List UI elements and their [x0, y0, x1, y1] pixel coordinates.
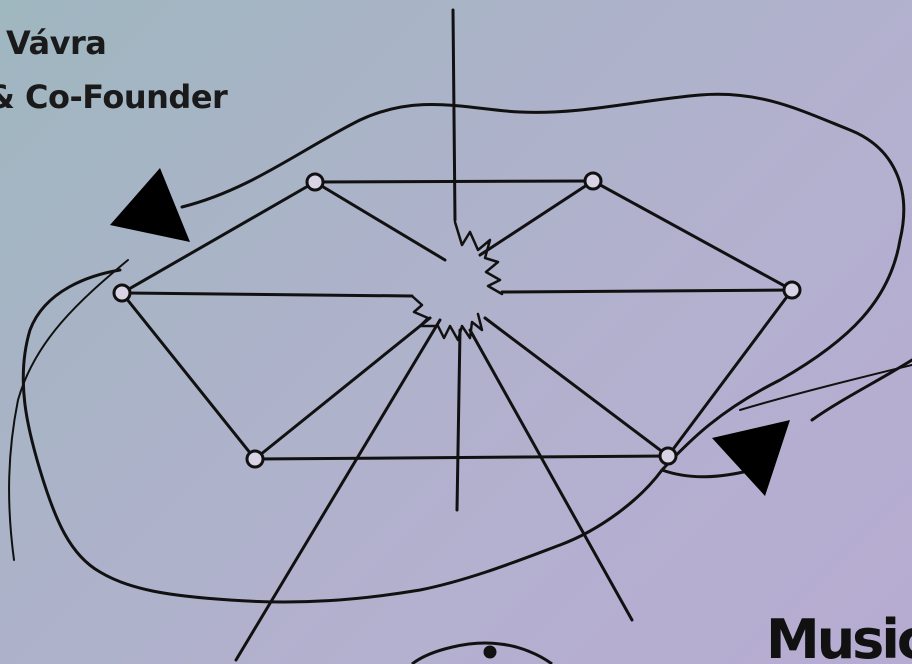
spoke-bottom-right [485, 318, 668, 456]
arrow-tail-bottom [662, 470, 752, 477]
spoke-bottom-left [255, 318, 430, 459]
edge-left-bottom [122, 293, 255, 459]
loop-curve [23, 94, 903, 602]
node-bottom-right [660, 448, 676, 464]
top-line [453, 10, 455, 220]
spoke-top-left [315, 182, 445, 260]
spoke-left [122, 293, 412, 296]
edge-top [315, 181, 593, 182]
spoke-right [502, 290, 792, 292]
edge-bottom [255, 456, 668, 459]
spoke-top-right [480, 181, 593, 255]
node-left [114, 285, 130, 301]
brand-logo-text: Music [766, 608, 912, 664]
node-right [784, 282, 800, 298]
node-top-left [307, 174, 323, 190]
node-top-right [585, 173, 601, 189]
node-bottom-left [247, 451, 263, 467]
brand-logo: Music [766, 608, 912, 664]
center-vertical-line [457, 330, 460, 510]
edge-top-right [593, 181, 792, 290]
arrow-head-right [712, 420, 790, 496]
long-line-left [236, 320, 440, 660]
bottom-logo-swirl [412, 643, 552, 664]
arrow-head-left [110, 168, 190, 242]
long-line-right [470, 330, 632, 620]
